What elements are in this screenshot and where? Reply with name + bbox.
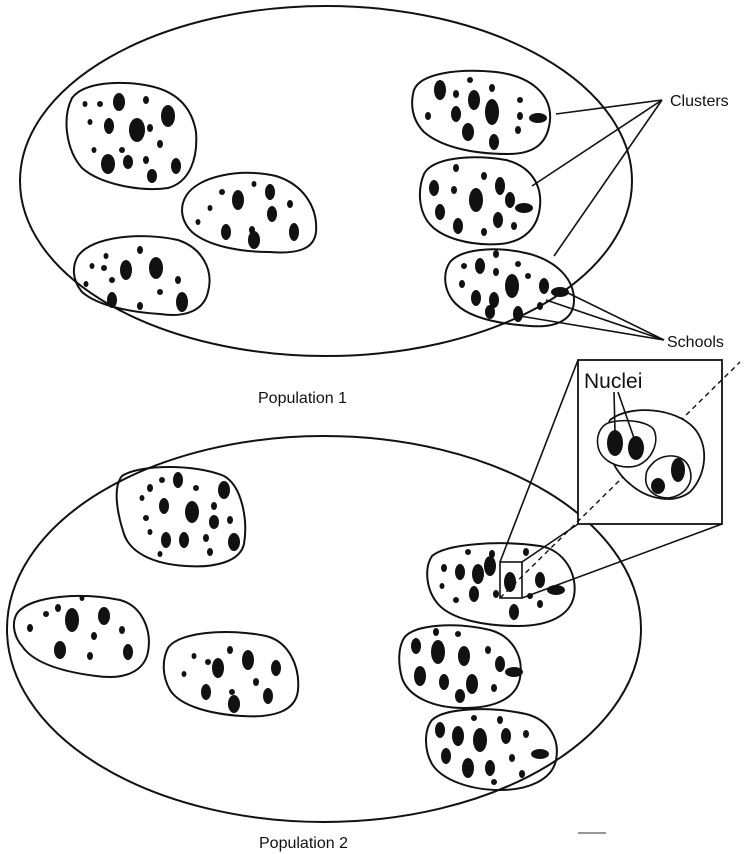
school-dots — [439, 548, 565, 620]
clusters-label: Clusters — [670, 93, 729, 110]
nuclei-inset: Nuclei — [499, 359, 741, 599]
cluster-outline — [12, 595, 150, 678]
cluster-outline — [162, 631, 300, 718]
population-2-label: Population 2 — [259, 835, 348, 852]
cluster-outline — [115, 466, 247, 568]
school-dots — [27, 595, 133, 660]
school-outline — [596, 419, 657, 468]
school-dots — [139, 472, 240, 557]
nucleus-dots — [607, 430, 685, 494]
cluster — [426, 542, 576, 628]
cluster-outline — [181, 171, 318, 254]
population-1-label: Population 1 — [258, 390, 347, 407]
nuclei-label: Nuclei — [584, 370, 642, 393]
cluster — [72, 235, 211, 316]
cluster-outline — [398, 624, 522, 710]
cluster-outline — [72, 235, 211, 316]
school-dots — [435, 715, 549, 785]
school-dots — [459, 250, 569, 322]
clusters-callout-lines — [531, 99, 663, 257]
school-dots — [83, 246, 188, 312]
cluster — [398, 624, 523, 710]
population-1-boundary — [19, 5, 633, 357]
school-dots — [429, 164, 533, 236]
cluster — [181, 171, 318, 254]
cluster — [12, 595, 150, 678]
zoom-source-square — [499, 561, 523, 599]
cluster — [115, 466, 247, 568]
school-dots — [195, 181, 299, 249]
cluster-outline — [411, 69, 552, 156]
population-1: Clusters Schools — [19, 5, 729, 357]
cluster-outline — [426, 542, 576, 628]
nuclei-pointer-lines — [613, 391, 635, 439]
cluster-outline — [444, 248, 576, 328]
cluster — [162, 631, 300, 718]
cluster — [444, 248, 576, 328]
cluster-outline — [425, 708, 558, 792]
zoom-connector-lines — [499, 359, 723, 599]
population-2: Nuclei — [6, 359, 741, 834]
population-2-boundary — [6, 435, 642, 823]
school-dots — [411, 628, 523, 703]
cluster — [65, 81, 198, 190]
schools-callout-lines — [519, 291, 665, 341]
cluster — [418, 156, 542, 246]
cluster-outline — [65, 81, 198, 190]
cluster-outline — [418, 156, 542, 246]
school-dots — [82, 93, 181, 183]
schools-label: Schools — [667, 334, 724, 351]
cluster — [411, 69, 552, 156]
school-dots — [425, 77, 547, 150]
dashed-connector — [499, 361, 741, 599]
school-dots — [181, 646, 281, 713]
cluster — [425, 708, 558, 792]
